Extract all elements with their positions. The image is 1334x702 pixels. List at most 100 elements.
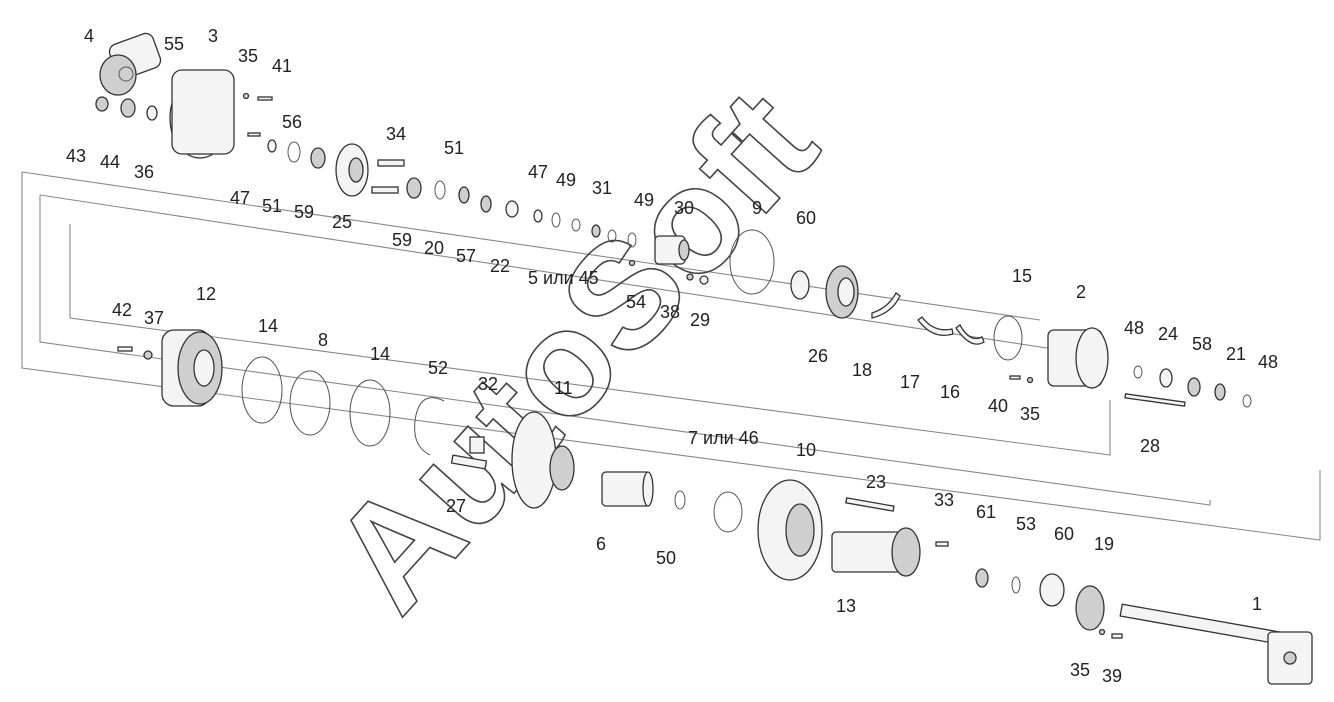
part-59-bearing-2: [406, 177, 422, 199]
callout-51: 51: [262, 196, 282, 216]
callout-13: 13: [836, 596, 856, 616]
callout-40: 40: [988, 396, 1008, 416]
callout-32: 32: [478, 374, 498, 394]
callout-5-45: 5 или 45: [528, 268, 599, 288]
callout-27: 27: [446, 496, 466, 516]
part-29: [699, 275, 709, 285]
part-60-bearing: [790, 270, 810, 300]
part-50-ring: [674, 490, 686, 510]
part-47-ring-2: [533, 209, 543, 223]
part-58: [1187, 377, 1201, 397]
part-11-cone: [511, 411, 575, 509]
callout-19: 19: [1094, 534, 1114, 554]
part-38: [686, 273, 694, 281]
callout-43: 43: [66, 146, 86, 166]
part-10-disc: [757, 479, 823, 581]
part-20: [458, 186, 470, 204]
part-1-shaft: [1119, 603, 1313, 685]
part-7-46-ring: [713, 491, 743, 533]
callout-11: 11: [554, 378, 573, 398]
part-35-ball-3: [1098, 628, 1106, 636]
part-37: [143, 350, 153, 360]
part-32-pin: [469, 436, 485, 454]
part-23-key: [845, 497, 895, 512]
part-16-half-ring: [955, 324, 985, 345]
part-33-bolt: [935, 541, 949, 547]
callout-54: 54: [626, 292, 646, 312]
part-40-pin: [1009, 375, 1021, 380]
part-31: [571, 218, 581, 232]
callout-25: 25: [332, 212, 352, 232]
callout-35: 35: [238, 46, 258, 66]
part-49-b: [627, 232, 637, 248]
part-59-bearing: [310, 147, 326, 169]
callout-42: 42: [112, 300, 132, 320]
callout-3: 3: [208, 26, 218, 46]
callout-1: 1: [1252, 594, 1262, 614]
part-51-circlip-2: [434, 180, 446, 200]
part-54: [628, 259, 636, 267]
callout-47: 47: [230, 188, 250, 208]
callout-55: 55: [164, 34, 184, 54]
callout-labels: 4 55 3 35 41 56 43 44 36 47 51 59 25 34 …: [66, 26, 1278, 686]
callout-47b: 47: [528, 162, 548, 182]
callout-29: 29: [690, 310, 710, 330]
callout-7-46: 7 или 46: [688, 428, 759, 448]
part-35-ball-2: [1026, 376, 1034, 384]
callout-39: 39: [1102, 666, 1122, 686]
part-21: [1214, 383, 1226, 401]
callout-18: 18: [852, 360, 872, 380]
callout-4: 4: [84, 26, 94, 46]
part-4-motor: [99, 32, 162, 96]
part-35-ball: [242, 92, 250, 100]
part-26-wheel: [825, 265, 859, 319]
callout-36: 36: [134, 162, 154, 182]
callout-60b: 60: [1054, 524, 1074, 544]
callout-44: 44: [100, 152, 120, 172]
part-47-ring: [267, 139, 277, 153]
callout-10: 10: [796, 440, 816, 460]
callout-37: 37: [144, 308, 164, 328]
callout-28: 28: [1140, 436, 1160, 456]
callout-16: 16: [940, 382, 960, 402]
part-22: [505, 200, 519, 218]
part-53-ring: [1011, 576, 1021, 594]
assembly-frame: [21, 171, 1321, 541]
part-17-half-ring: [917, 316, 954, 337]
part-6-sleeve: [601, 471, 654, 507]
callout-24: 24: [1158, 324, 1178, 344]
part-2-housing: [1047, 327, 1109, 389]
part-48-ring: [1133, 365, 1143, 379]
part-14-ring-2: [349, 379, 391, 447]
callout-2: 2: [1076, 282, 1086, 302]
part-13-shaft-housing: [831, 527, 921, 577]
part-27-pin: [450, 454, 488, 470]
part-3-drum: [169, 69, 235, 159]
part-56-pin: [247, 132, 261, 137]
callout-53: 53: [1016, 514, 1036, 534]
callout-58: 58: [1192, 334, 1212, 354]
part-14-ring: [241, 356, 283, 424]
callout-22: 22: [490, 256, 510, 276]
part-8-ring: [289, 370, 331, 436]
part-48-ring-2: [1242, 394, 1252, 408]
part-18-half-ring: [871, 292, 901, 319]
callout-26: 26: [808, 346, 828, 366]
part-60-bearing-2: [1039, 573, 1065, 607]
callout-9: 9: [752, 198, 762, 218]
part-12-pulley: [161, 329, 223, 407]
callout-41: 41: [272, 56, 292, 76]
callout-12: 12: [196, 284, 216, 304]
part-44: [120, 98, 136, 118]
part-41-pin: [257, 96, 273, 101]
callout-35b: 35: [1020, 404, 1040, 424]
callout-33: 33: [934, 490, 954, 510]
callout-30: 30: [674, 198, 694, 218]
callout-6: 6: [596, 534, 606, 554]
callout-17: 17: [900, 372, 920, 392]
part-57: [480, 195, 492, 213]
callout-35c: 35: [1070, 660, 1090, 680]
callout-34: 34: [386, 124, 406, 144]
callout-21: 21: [1226, 344, 1246, 364]
part-28-rod: [1124, 393, 1186, 407]
